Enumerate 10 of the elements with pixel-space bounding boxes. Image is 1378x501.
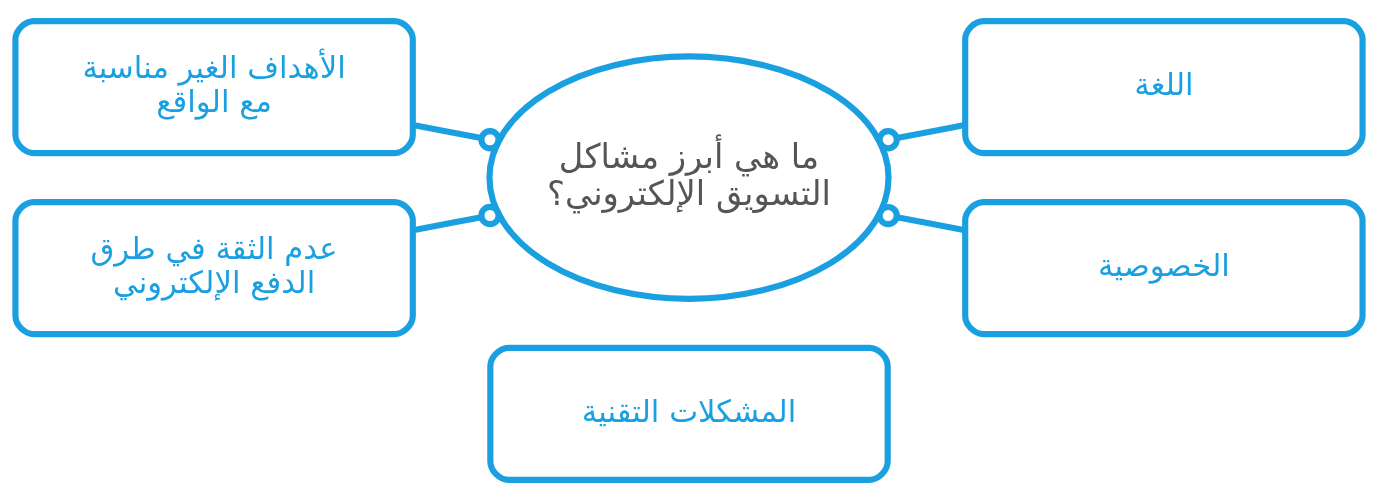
connector [412, 121, 502, 152]
connector [876, 203, 966, 234]
node-ellipse: ما هي أبرز مشاكل التسويق الإلكتروني؟ [486, 53, 892, 302]
connector [876, 121, 966, 152]
node-box: الخصوصية [962, 199, 1366, 338]
node-box: الأهداف الغير مناسبة مع الواقع [12, 18, 416, 157]
node-box: عدم الثقة في طرق الدفع الإلكتروني [12, 199, 416, 338]
node-box: المشكلات التقنية [487, 344, 891, 483]
connector [412, 203, 502, 234]
node-box: اللغة [962, 18, 1366, 157]
